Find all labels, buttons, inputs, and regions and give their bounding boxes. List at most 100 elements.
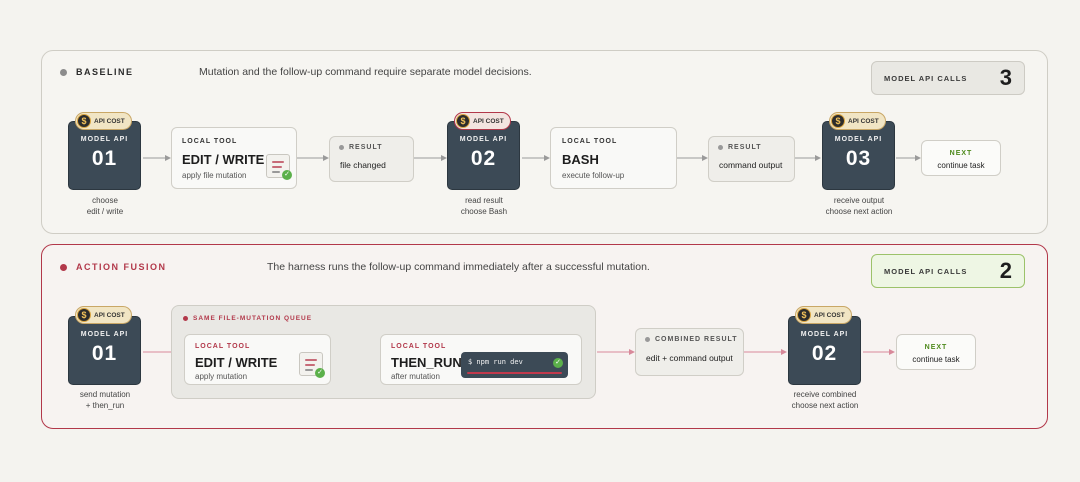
api-cost-badge: $ API COST xyxy=(454,112,511,130)
model-api-caption: read result choose Bash xyxy=(439,195,529,217)
fusion-api-call-counter: MODEL API CALLS 2 xyxy=(871,254,1025,288)
model-api-card: MODEL API 02 xyxy=(788,316,861,385)
api-cost-badge: $ API COST xyxy=(829,112,886,130)
caption-line: read result xyxy=(465,196,503,205)
status-dot xyxy=(183,316,188,321)
dollar-coin-icon: $ xyxy=(77,114,91,128)
check-icon: ✓ xyxy=(553,358,563,368)
caption-line: choose next action xyxy=(825,207,893,216)
model-api-caption: receive combined choose next action xyxy=(774,389,876,411)
local-tool-title: EDIT / WRITE xyxy=(182,152,265,167)
model-api-label: MODEL API xyxy=(800,331,849,338)
next-box: NEXT continue task xyxy=(896,334,976,370)
local-tool-edit-write: LOCAL TOOL EDIT / WRITE apply file mutat… xyxy=(171,127,297,189)
fusion-subtitle: The harness runs the follow-up command i… xyxy=(267,261,650,273)
local-tool-subtitle: after mutation xyxy=(391,372,440,381)
dollar-coin-icon: $ xyxy=(797,308,811,322)
queue-tag: SAME FILE-MUTATION QUEUE xyxy=(183,315,312,322)
api-cost-label: API COST xyxy=(94,311,125,319)
local-tool-subtitle: execute follow-up xyxy=(562,171,625,180)
dollar-coin-icon: $ xyxy=(456,114,470,128)
caption-line: send mutation xyxy=(79,390,131,399)
result-tag: RESULT xyxy=(339,144,382,151)
caption-line: edit / write xyxy=(86,207,124,216)
next-box: NEXT continue task xyxy=(921,140,1001,176)
api-cost-label: API COST xyxy=(473,117,504,125)
caption-line: choose xyxy=(92,196,118,205)
local-tool-tag: LOCAL TOOL xyxy=(195,343,251,350)
counter-value: 3 xyxy=(999,65,1012,90)
caption-line: choose next action xyxy=(791,401,859,410)
model-api-number: 01 xyxy=(91,342,118,365)
model-api-number: 03 xyxy=(845,147,872,170)
result-value: edit + command output xyxy=(646,353,733,363)
local-tool-title: THEN_RUN xyxy=(391,355,462,370)
dollar-coin-icon: $ xyxy=(77,308,91,322)
file-check-icon: ✓ xyxy=(299,352,325,378)
local-tool-tag: LOCAL TOOL xyxy=(182,138,238,145)
local-tool-edit-write: LOCAL TOOL EDIT / WRITE apply mutation ✓ xyxy=(184,334,331,385)
result-tag: COMBINED RESULT xyxy=(645,336,738,343)
result-box: RESULT file changed xyxy=(329,136,414,182)
api-cost-badge: $ API COST xyxy=(75,306,132,324)
model-api-card: MODEL API 03 xyxy=(822,121,895,190)
model-api-caption: receive output choose next action xyxy=(809,195,909,217)
model-api-number: 02 xyxy=(811,342,838,365)
model-api-card: MODEL API 01 xyxy=(68,316,141,385)
status-dot xyxy=(60,263,67,271)
status-dot xyxy=(718,145,723,150)
status-dot xyxy=(339,145,344,150)
local-tool-subtitle: apply mutation xyxy=(195,372,248,381)
baseline-api-call-counter: MODEL API CALLS 3 xyxy=(871,61,1025,95)
model-api-number: 02 xyxy=(470,147,497,170)
combined-result-box: COMBINED RESULT edit + command output xyxy=(635,328,744,376)
model-api-card: MODEL API 02 xyxy=(447,121,520,190)
caption-line: receive combined xyxy=(793,390,857,399)
local-tool-subtitle: apply file mutation xyxy=(182,171,247,180)
fusion-title: ACTION FUSION xyxy=(60,262,167,272)
terminal-command: $ npm run dev ✓ xyxy=(461,352,568,378)
fusion-title-text: ACTION FUSION xyxy=(76,262,167,272)
model-api-label: MODEL API xyxy=(80,331,129,338)
baseline-title-text: BASELINE xyxy=(76,67,134,77)
caption-line: receive output xyxy=(833,196,885,205)
local-tool-title: BASH xyxy=(562,152,599,167)
api-cost-badge: $ API COST xyxy=(75,112,132,130)
next-value: continue task xyxy=(937,161,985,170)
status-dot xyxy=(645,337,650,342)
next-tag: NEXT xyxy=(949,150,973,157)
local-tool-tag: LOCAL TOOL xyxy=(391,343,447,350)
queue-label: SAME FILE-MUTATION QUEUE xyxy=(193,315,313,322)
result-box: RESULT command output xyxy=(708,136,795,182)
next-value: continue task xyxy=(912,355,960,364)
counter-label: MODEL API CALLS xyxy=(884,266,968,276)
local-tool-tag: LOCAL TOOL xyxy=(562,138,618,145)
model-api-caption: send mutation + then_run xyxy=(60,389,150,411)
counter-label: MODEL API CALLS xyxy=(884,73,968,83)
result-tag-text: COMBINED RESULT xyxy=(655,336,738,343)
baseline-subtitle: Mutation and the follow-up command requi… xyxy=(199,66,532,78)
model-api-label: MODEL API xyxy=(80,136,129,143)
result-value: file changed xyxy=(340,160,386,170)
status-dot xyxy=(60,68,67,76)
model-api-label: MODEL API xyxy=(459,136,508,143)
caption-line: + then_run xyxy=(85,401,125,410)
result-tag: RESULT xyxy=(718,144,761,151)
model-api-card: MODEL API 01 xyxy=(68,121,141,190)
progress-bar xyxy=(467,372,562,374)
counter-value: 2 xyxy=(999,258,1012,283)
model-api-caption: choose edit / write xyxy=(60,195,150,217)
dollar-coin-icon: $ xyxy=(831,114,845,128)
caption-line: choose Bash xyxy=(460,207,508,216)
result-tag-text: RESULT xyxy=(349,144,383,151)
api-cost-label: API COST xyxy=(814,311,845,319)
model-api-number: 01 xyxy=(91,147,118,170)
api-cost-badge: $ API COST xyxy=(795,306,852,324)
baseline-title: BASELINE xyxy=(60,67,134,77)
result-tag-text: RESULT xyxy=(728,144,762,151)
local-tool-bash: LOCAL TOOL BASH execute follow-up xyxy=(550,127,677,189)
terminal-command-text: $ npm run dev xyxy=(468,358,523,366)
result-value: command output xyxy=(719,160,783,170)
model-api-label: MODEL API xyxy=(834,136,883,143)
api-cost-label: API COST xyxy=(848,117,879,125)
